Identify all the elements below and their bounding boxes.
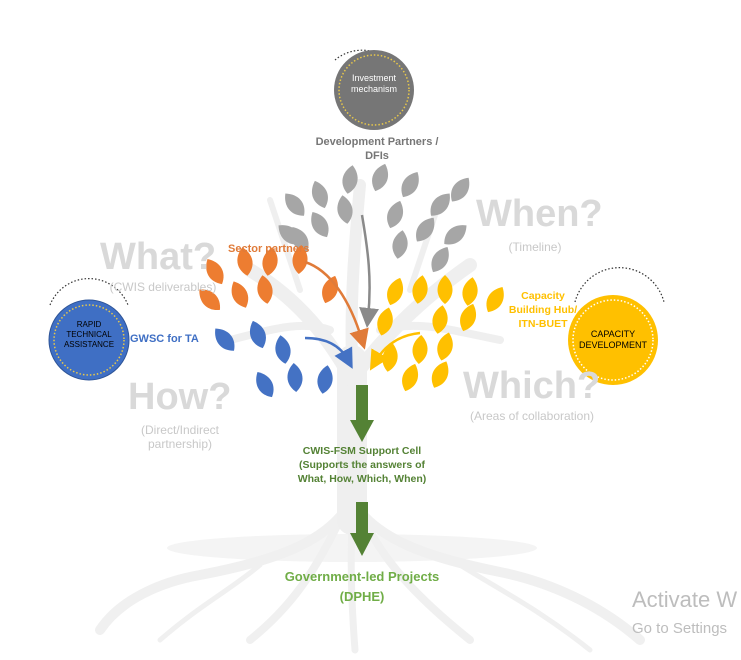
when-question: When? xyxy=(476,193,603,235)
trunk-arrow-upper xyxy=(350,385,374,442)
leaf-cluster xyxy=(199,163,504,398)
yellow-leaf xyxy=(387,277,403,306)
tree-roots xyxy=(95,495,645,654)
rapid-ta-circle xyxy=(48,278,130,381)
govt-projects-label: Government-led Projects xyxy=(284,569,440,584)
gray-leaf xyxy=(416,217,435,242)
blue-leaf xyxy=(215,328,235,351)
sector-partners-label: Sector partners xyxy=(228,243,310,255)
orange-leaf xyxy=(199,289,220,310)
gwsc-arrow xyxy=(304,336,353,369)
yellow-leaf xyxy=(460,303,476,332)
rapid-ta-label: RAPID TECHNICAL ASSISTANCE xyxy=(63,320,115,349)
investment-label: Investment mechanism xyxy=(350,73,397,94)
orange-leaf xyxy=(292,245,308,274)
yellow-leaf xyxy=(432,305,448,334)
gray-leaf xyxy=(444,225,467,245)
yellow-leaf xyxy=(462,277,478,306)
blue-leaf xyxy=(287,363,303,392)
what-question: What? xyxy=(100,236,217,278)
orange-leaf xyxy=(206,259,224,285)
yellow-leaf xyxy=(402,363,418,392)
when-subtitle: (Timeline) xyxy=(508,240,562,254)
gray-leaf xyxy=(312,180,328,209)
gray-leaf xyxy=(392,230,408,259)
blue-leaf xyxy=(250,320,266,349)
yellow-leaf xyxy=(431,361,449,388)
yellow-leaf xyxy=(412,275,428,304)
development-partners-label: Development Partners / DFIs xyxy=(315,136,439,162)
gray-leaf xyxy=(291,227,309,253)
gray-leaf xyxy=(311,212,329,238)
trunk-arrow-lower xyxy=(350,502,374,556)
gray-leaf xyxy=(342,165,358,194)
how-subtitle: (Direct/Indirect partnership) xyxy=(140,423,220,451)
capacity-hub-label: Capacity Building Hub/ ITN-BUET xyxy=(508,290,578,330)
blue-leaf xyxy=(317,365,333,394)
which-subtitle: (Areas of collaboration) xyxy=(469,409,595,423)
orange-leaf xyxy=(237,247,253,276)
what-subtitle: (CWIS deliverables) xyxy=(109,280,217,294)
gray-leaf xyxy=(451,177,470,202)
activate-watermark-title: Activate W xyxy=(632,587,738,612)
blue-leaf xyxy=(275,335,291,364)
gray-leaf xyxy=(372,163,388,192)
gray-leaf xyxy=(387,200,403,229)
dphe-label: (DPHE) xyxy=(339,589,385,604)
blue-leaf xyxy=(256,372,274,398)
yellow-leaf xyxy=(486,287,504,313)
investment-circle xyxy=(334,49,414,130)
yellow-leaf xyxy=(437,332,453,361)
how-question: How? xyxy=(128,376,232,418)
orange-leaf xyxy=(231,281,249,308)
orange-leaf xyxy=(257,275,273,304)
gray-leaf xyxy=(285,193,305,216)
gray-leaf xyxy=(431,247,449,273)
support-cell-label: CWIS-FSM Support Cell (Supports the answ… xyxy=(297,445,427,485)
which-question: Which? xyxy=(463,365,601,407)
capacity-dev-circle xyxy=(568,267,665,385)
yellow-leaf xyxy=(377,307,393,336)
gray-leaf xyxy=(430,193,450,216)
capacity-hub-arrow xyxy=(369,331,421,371)
yellow-leaf xyxy=(437,275,453,304)
gwsc-label: GWSC for TA xyxy=(130,333,199,345)
gray-leaf xyxy=(337,195,353,224)
capacity-dev-label: CAPACITY DEVELOPMENT xyxy=(578,329,647,350)
development-partners-arrow xyxy=(359,214,379,328)
yellow-leaf xyxy=(412,335,428,364)
sector-partners-arrow xyxy=(304,260,369,350)
gray-leaf xyxy=(401,172,419,198)
orange-leaf xyxy=(262,247,278,276)
activate-watermark-subtitle: Go to Settings xyxy=(632,620,728,637)
